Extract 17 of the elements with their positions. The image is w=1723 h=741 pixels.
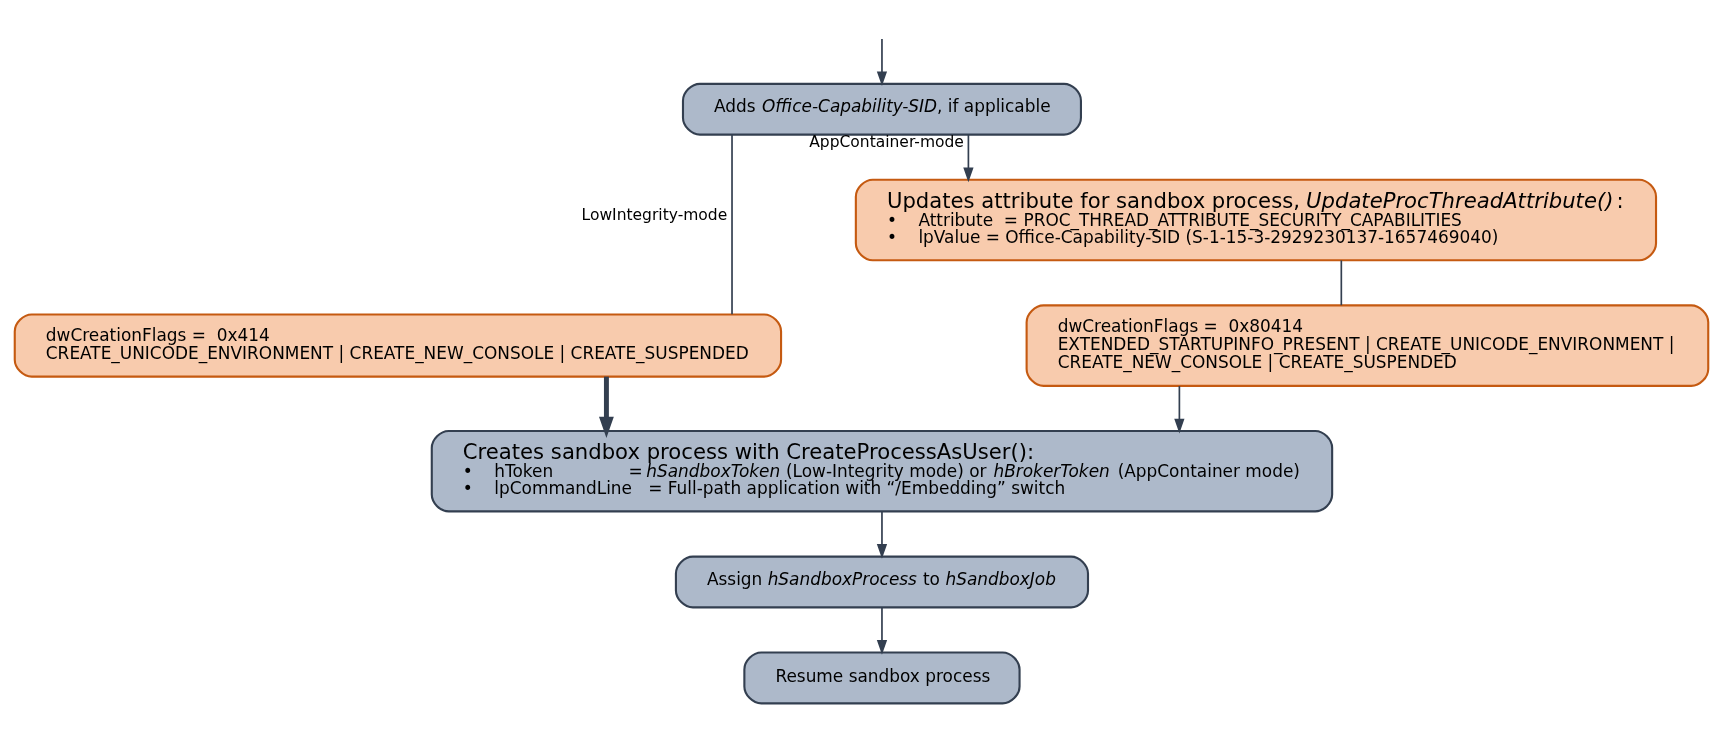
arrow	[876, 38, 888, 87]
node-box: dwCreationFlags = 0x80414 EXTENDED_STARTUPINFO_PRESENT | CREATE_UNICODE_ENVIRONMENT | CREATE_NEW_CONSOLE | CREATE_SUSPENDED	[1025, 304, 1710, 387]
arrow	[599, 376, 614, 439]
node-box: Creates sandbox process with CreateProcessAsUser(): • hToken = hSandboxToken (Low-Integrity mode) or hBrokerToken (AppContainer mode) • lpCommandLine = Full-path application with “/Embedding” switch	[430, 429, 1334, 513]
node-box: Assign hSandboxProcess to hSandboxJob	[674, 555, 1090, 609]
connector	[1340, 259, 1343, 307]
arrow	[876, 510, 888, 559]
node-box: dwCreationFlags = 0x414 CREATE_UNICODE_ENVIRONMENT | CREATE_NEW_CONSOLE | CREATE_SUSPENDED	[13, 313, 783, 378]
connector	[731, 134, 733, 316]
edge-label: AppContainer-mode	[809, 133, 964, 152]
arrow	[963, 134, 974, 183]
node-box: Updates attribute for sandbox process, UpdateProcThreadAttribute(): • Attribute = PROC_THREAD_ATTRIBUTE_SECURITY_CAPABILITIES • lpValue = Office-Capability-SID (S-1-15-3-2929230137-1657469040)	[854, 178, 1658, 262]
edge-label: LowIntegrity-mode	[581, 206, 728, 225]
arrow	[876, 606, 888, 655]
arrow	[1174, 385, 1185, 434]
node-box: Resume sandbox process	[743, 651, 1021, 705]
node-box: Adds Office-Capability-SID, if applicable	[681, 82, 1082, 136]
